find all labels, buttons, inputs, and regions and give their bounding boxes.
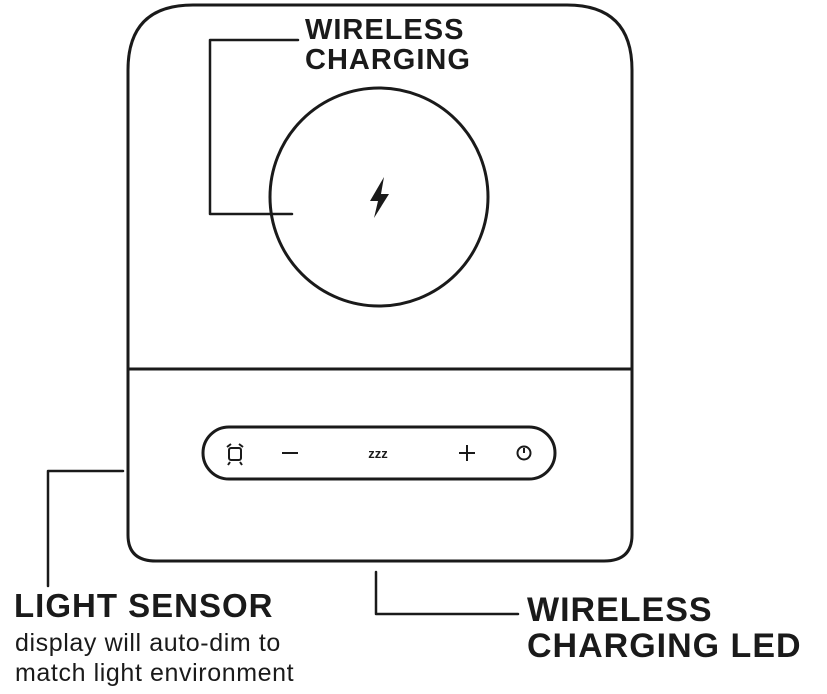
power-button[interactable]	[516, 445, 532, 461]
wireless-charging-label-line2: CHARGING	[305, 44, 471, 76]
wireless-charging-label-line1: WIRELESS	[305, 14, 465, 46]
wireless-charging-led-label: WIRELESS CHARGING LED	[527, 592, 802, 664]
snooze-button[interactable]: zzz	[368, 446, 388, 461]
charging-pad	[268, 86, 490, 308]
lightning-bolt-icon	[370, 177, 389, 218]
leader-line-light-sensor	[46, 469, 125, 588]
wireless-charging-led-label-line1: WIRELESS	[527, 591, 713, 629]
light-sensor-description: display will auto-dim to match light env…	[15, 628, 294, 688]
alarm-button[interactable]	[226, 443, 244, 466]
device-base	[126, 367, 634, 563]
plus-icon	[459, 445, 475, 461]
light-sensor-description-line2: match light environment	[15, 659, 295, 687]
snooze-icon: zzz	[368, 446, 388, 461]
leader-line-wireless-charging	[208, 38, 300, 216]
leader-line-wireless-charging-led	[374, 570, 520, 616]
light-sensor-description-line1: display will auto-dim to	[15, 629, 281, 657]
wireless-charging-led-label-line2: CHARGING LED	[527, 627, 802, 665]
alarm-clock-icon	[226, 443, 244, 466]
control-panel	[201, 425, 557, 481]
wireless-charging-label: WIRELESS CHARGING	[305, 15, 471, 75]
plus-button[interactable]	[459, 445, 475, 461]
light-sensor-title: LIGHT SENSOR	[14, 587, 274, 624]
power-icon	[516, 445, 532, 461]
device-upper-body	[126, 3, 634, 374]
